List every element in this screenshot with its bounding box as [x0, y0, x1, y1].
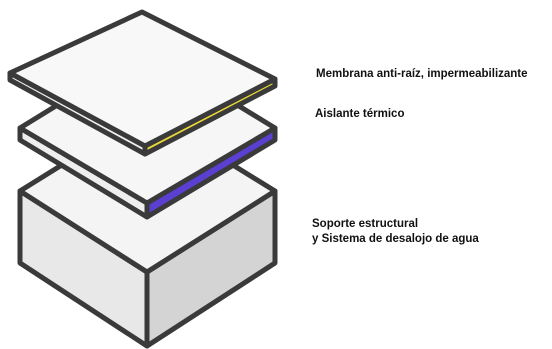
- membrane-slab: [7, 9, 278, 157]
- insulation-label: Aislante térmico: [315, 108, 405, 120]
- support-label-line2: y Sistema de desalojo de agua: [312, 233, 479, 245]
- membrane-slab-top-face: [7, 9, 278, 149]
- support-label-line1: Soporte estructural: [312, 218, 419, 230]
- membrane-label: Membrana anti-raíz, impermeabilizante: [316, 68, 528, 80]
